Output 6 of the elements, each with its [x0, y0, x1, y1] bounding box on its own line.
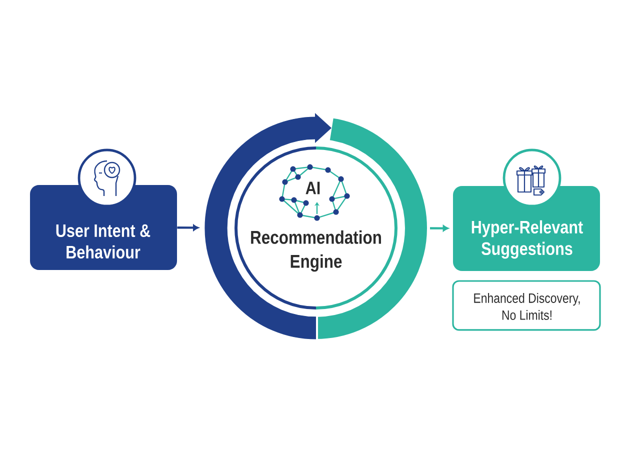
arrow	[177, 224, 199, 231]
box-label: Hyper-Relevant Suggestions	[472, 220, 583, 259]
arrow	[430, 225, 449, 232]
note-box	[452, 280, 601, 331]
box-label: User Intent & Behaviour	[56, 224, 150, 259]
note-label: Enhanced Discovery, No Limits!	[474, 293, 580, 320]
